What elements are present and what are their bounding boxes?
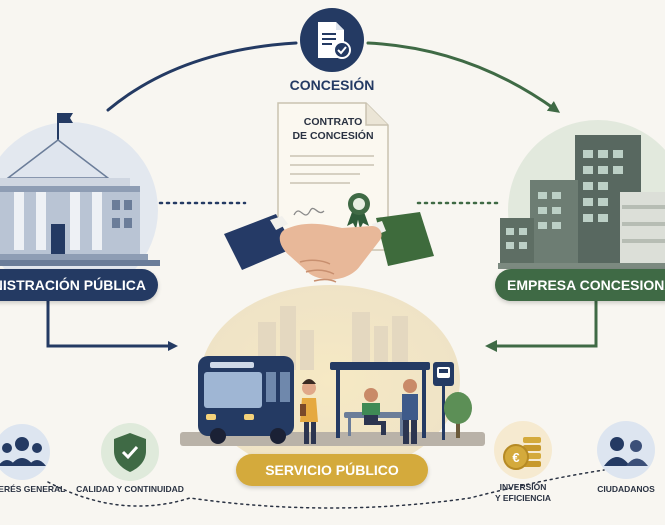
benefit-quality-label: CALIDAD Y CONTINUIDAD <box>76 484 184 494</box>
tree-icon <box>444 392 472 438</box>
company-label-text: EMPRESA CONCESIONARIA <box>507 277 665 293</box>
euro-coins-icon: € <box>494 421 552 479</box>
seal-ribbon-icon <box>347 193 370 229</box>
handshake-icon <box>224 212 434 283</box>
service-label-text: SERVICIO PÚBLICO <box>265 462 399 478</box>
arrow-concession-to-company <box>366 41 561 113</box>
svg-text:€: € <box>512 450 519 465</box>
company-label: EMPRESA CONCESIONARIA <box>495 269 665 301</box>
arrow-admin-to-service <box>46 300 178 351</box>
company-buildings-icon <box>498 135 665 269</box>
benefit-citizens-label: CIUDADANOS <box>597 484 655 494</box>
city-skyline <box>258 306 408 370</box>
bus-stop-sign-icon <box>433 362 454 440</box>
arrow-admin-to-concession <box>106 41 298 112</box>
government-building-icon <box>0 113 160 266</box>
seated-man-icon <box>362 388 386 435</box>
benefit-investment-label-line2: Y EFICIENCIA <box>494 493 552 503</box>
dotted-benefits-path <box>47 469 605 509</box>
people-group-icon <box>0 424 50 480</box>
bus-icon <box>198 356 294 444</box>
standing-man-icon <box>402 379 418 444</box>
shield-check-icon <box>101 423 159 481</box>
administration-label-text: ADMINISTRACIÓN PÚBLICA <box>0 277 146 293</box>
woman-person-icon <box>300 379 318 444</box>
concession-document-icon <box>300 8 364 72</box>
administration-label: ADMINISTRACIÓN PÚBLICA <box>0 269 158 301</box>
service-label: SERVICIO PÚBLICO <box>236 454 428 486</box>
citizens-icon <box>597 421 655 479</box>
arrow-company-to-service <box>485 298 598 352</box>
benefit-general-interest-label: INTERÉS GENERAL <box>0 484 66 494</box>
benefit-investment-label-line1: INVERSIÓN <box>499 482 547 492</box>
